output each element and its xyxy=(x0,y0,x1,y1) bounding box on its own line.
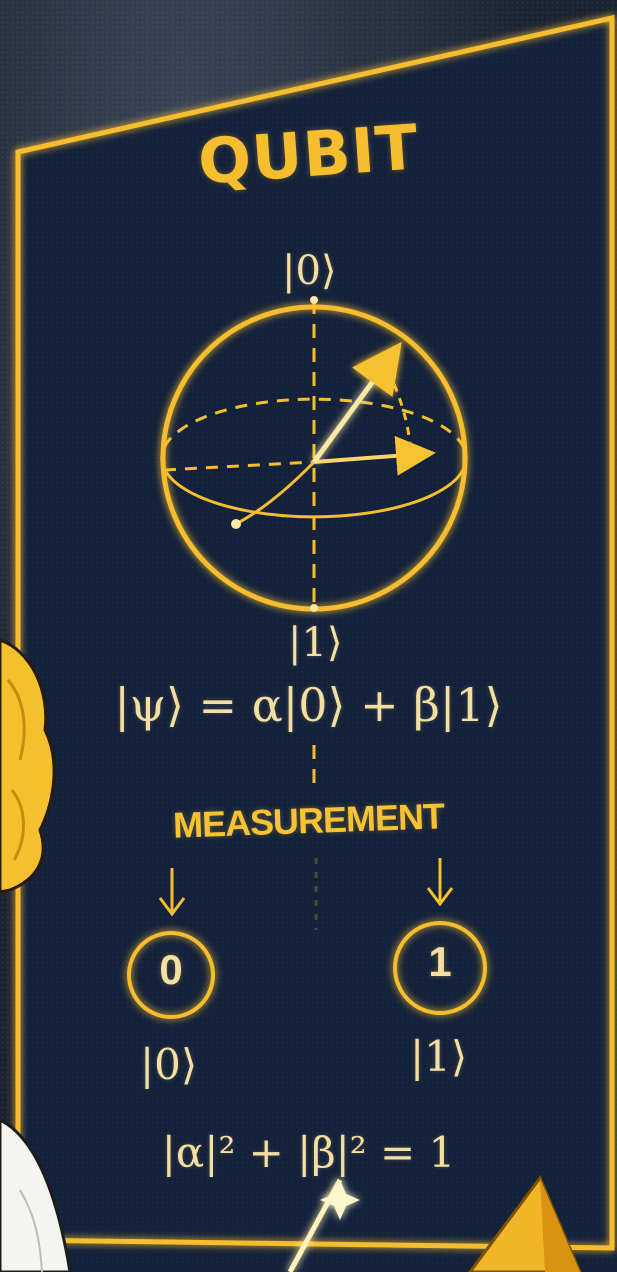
normalization-equation: |α|² + |β|² = 1 xyxy=(161,1128,456,1177)
outcome-circles xyxy=(127,921,487,1019)
x-axis-dash xyxy=(163,460,315,472)
sparkle xyxy=(287,1178,360,1272)
equator-back xyxy=(160,397,466,469)
north-pole-dot xyxy=(310,296,318,304)
measurement-arrows xyxy=(158,745,454,930)
outcome-0-circle xyxy=(127,931,215,1019)
projection-dot xyxy=(231,519,241,529)
outcome-0-ket: |0⟩ xyxy=(140,1040,198,1089)
state-equation: |ψ⟩ = α|0⟩ + β|1⟩ xyxy=(114,678,503,732)
board xyxy=(15,14,617,1272)
x-axis-arrow xyxy=(313,435,436,476)
crystal-shape xyxy=(468,1175,582,1272)
bloch-top-ket: |0⟩ xyxy=(282,248,337,294)
arrow-left-head xyxy=(158,897,186,917)
outcome-1-digit: 1 xyxy=(428,938,452,985)
bloch-sphere xyxy=(160,296,468,612)
outcome-0-digit: 0 xyxy=(159,946,183,993)
arrow-right-head xyxy=(426,887,454,907)
character-hair xyxy=(0,638,56,894)
south-pole-dot xyxy=(310,604,318,612)
projection-curve xyxy=(235,460,316,526)
state-vector-arrow xyxy=(311,341,402,464)
equator-front xyxy=(162,447,468,519)
outcome-1-ket: |1⟩ xyxy=(410,1032,468,1081)
angle-arc xyxy=(392,383,412,447)
bloch-bottom-ket: |1⟩ xyxy=(288,620,343,666)
outcome-1-circle xyxy=(393,921,487,1015)
